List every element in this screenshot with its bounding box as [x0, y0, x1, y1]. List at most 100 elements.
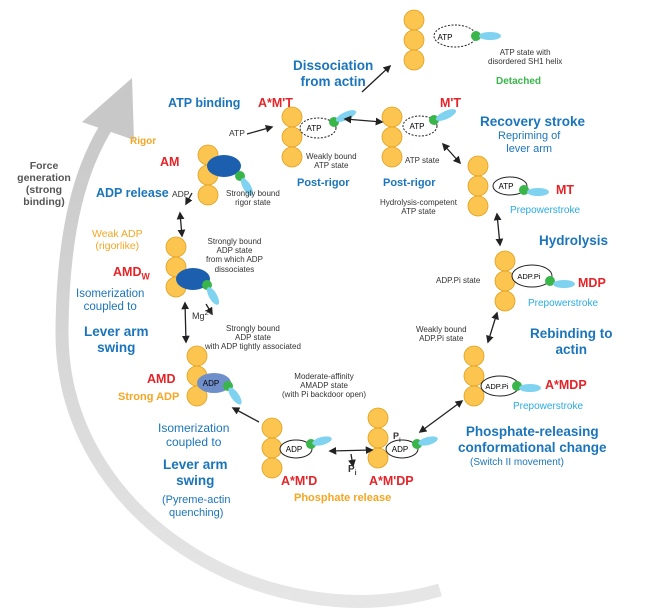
- amd-prime-state-label: A*M'D: [281, 474, 318, 488]
- myosin-head-amt: ATP: [299, 110, 357, 139]
- strongly-bound-adp-dissociates-line-2: ADP state: [216, 246, 253, 256]
- pi-top-main: P: [393, 431, 400, 441]
- strongly-bound-adp-dissociates-line-1: Strongly bound: [207, 237, 262, 246]
- actin-filament-amd-prime: [261, 417, 283, 479]
- moderate-affinity-line-2: AMADP state: [300, 381, 348, 391]
- phosphate-releasing-label: Phosphate-releasing conformational chang…: [458, 424, 607, 455]
- hydrolysis-label: Hydrolysis: [539, 233, 609, 248]
- strongly-bound-adp-dissociates-label: Strongly bound ADP state from which ADP …: [206, 237, 263, 274]
- cycle-arrows: [176, 64, 504, 468]
- actin-monomer: [467, 155, 489, 177]
- actin-filament-mdp: [494, 250, 516, 312]
- actin-monomer: [261, 437, 283, 459]
- rebinding-label: Rebinding to actin: [530, 326, 612, 357]
- moderate-affinity-label: Moderate-affinity AMADP state (with Pi b…: [282, 372, 366, 400]
- lever-arm-swing-2-line-1: Lever arm: [163, 457, 228, 472]
- actin-filament-detached: [403, 9, 425, 71]
- strongly-bound-adp-dissociates-line-3: from which ADP: [206, 255, 263, 265]
- weakly-bound-adppi-line-2: ADP.Pi state: [419, 334, 464, 344]
- amdp-state-label: A*MDP: [545, 378, 587, 392]
- actin-monomer: [494, 290, 516, 312]
- weak-adp-line-2: (rigorlike): [95, 240, 140, 253]
- pi-bottom-main: P: [348, 464, 355, 475]
- actin-monomer: [367, 447, 389, 469]
- actin-monomer: [381, 106, 403, 128]
- actin-monomer: [463, 345, 485, 367]
- myosin-head-amdp-prime: ADP: [385, 436, 438, 459]
- hydrolysis-competent-label: Hydrolysis-competent ATP state: [380, 198, 457, 216]
- lever-arm-swing-1-line-2: swing: [97, 339, 136, 355]
- pi-label-top: Pi: [393, 431, 401, 444]
- atp-disordered-line-2: disordered SH1 helix: [488, 57, 563, 67]
- adppi-state-label: ADP.Pi state: [436, 276, 481, 285]
- myosin-head-mt: ATP: [492, 176, 549, 196]
- post-rigor-label-2: Post-rigor: [383, 177, 436, 189]
- isomerization-label-1: Isomerization coupled to: [76, 288, 144, 314]
- pyreme-label: (Pyreme-actin quenching): [162, 494, 230, 519]
- strongly-bound-rigor-line-2: rigor state: [235, 198, 271, 208]
- dissociation-label: Dissociation from actin: [293, 58, 373, 89]
- mt-state-label: MT: [556, 183, 575, 197]
- myosin-head-mt-prime: ATP: [402, 109, 457, 137]
- actin-monomer: [261, 457, 283, 479]
- amdw-state-label: AMDW: [113, 265, 150, 282]
- actin-monomer: [367, 427, 389, 449]
- strongly-bound-adp-tight-line-3: with ADP tightly associated: [205, 342, 301, 352]
- isomerization-2-line-1: Isomerization: [158, 421, 230, 435]
- actin-monomer: [494, 250, 516, 272]
- amdw-main-text: AMD: [113, 265, 142, 279]
- detached-label: Detached: [496, 76, 542, 87]
- weakly-bound-atp-line-1: Weakly bound: [306, 152, 357, 161]
- strongly-bound-adp-tight-line-2: ADP state: [235, 333, 271, 343]
- actin-filament-amt: [281, 106, 303, 168]
- hydrolysis-competent-line-1: Hydrolysis-competent: [380, 198, 457, 207]
- strongly-bound-adp-dissociates-line-4: dissociates: [214, 264, 255, 274]
- force-generation-line-4: binding): [23, 196, 65, 209]
- actin-monomer: [186, 345, 208, 367]
- weakly-bound-adppi-line-1: Weakly bound: [416, 325, 467, 334]
- myosin-head-am: [207, 155, 254, 196]
- lever-arm-swing-label-1: Lever arm swing: [84, 324, 149, 355]
- amdp-prime-state-label: A*M'DP: [369, 474, 414, 488]
- repriming-line-2: lever arm: [506, 142, 553, 155]
- actin-monomer: [281, 146, 303, 168]
- head-label-atp-3: ATP: [410, 122, 425, 131]
- myosin-head-amd-prime: ADP: [279, 436, 332, 459]
- myosin-head-amd: ADP: [197, 373, 242, 405]
- actin-monomer: [165, 236, 187, 258]
- weakly-bound-adppi-label: Weakly bound ADP.Pi state: [416, 325, 467, 343]
- mdp-state-label: MDP: [578, 276, 606, 290]
- rebinding-line-1: Rebinding to: [530, 326, 613, 341]
- amd-state-label: AMD: [147, 372, 176, 386]
- lever-arm-swing-label-2: Lever arm swing: [163, 457, 228, 488]
- moderate-affinity-line-1: Moderate-affinity: [294, 372, 354, 381]
- pi-bottom-sub: i: [354, 470, 357, 477]
- strongly-bound-rigor-label: Strongly bound rigor state: [226, 189, 280, 207]
- weakly-bound-atp-label: Weakly bound ATP state: [306, 152, 357, 170]
- phosphate-releasing-line-1: Phosphate-releasing: [465, 424, 599, 439]
- myosin-head-amdp: ADP.Pi: [480, 375, 541, 397]
- actin-monomer: [403, 49, 425, 71]
- actin-monomer: [467, 175, 489, 197]
- actin-monomer: [463, 365, 485, 387]
- myosin-head-detached: ATP: [433, 24, 501, 48]
- pi-top-sub: i: [399, 436, 401, 444]
- actin-monomer: [467, 195, 489, 217]
- strongly-bound-adp-tight-line-1: Strongly bound: [226, 324, 280, 333]
- repriming-line-1: Repriming of: [498, 130, 561, 142]
- actin-monomer: [261, 417, 283, 439]
- weak-adp-line-1: Weak ADP: [92, 228, 143, 240]
- amdw-subscript: W: [141, 271, 150, 282]
- prepowerstroke-label-1: Prepowerstroke: [510, 205, 581, 216]
- atp-state-label: ATP state: [405, 156, 440, 165]
- adp-release-label: ADP release: [96, 186, 169, 200]
- strong-adp-label: Strong ADP: [118, 391, 180, 403]
- head-label-adp-3: ADP: [392, 445, 408, 454]
- isomerization-1-line-2: coupled to: [83, 301, 137, 314]
- actin-filament-amdp-prime: [367, 407, 389, 469]
- prepowerstroke-label-3: Prepowerstroke: [513, 401, 584, 412]
- pyreme-line-2: quenching): [169, 506, 224, 519]
- head-label-adp-2: ADP: [286, 445, 302, 454]
- myosin-head-amdw: [176, 268, 220, 305]
